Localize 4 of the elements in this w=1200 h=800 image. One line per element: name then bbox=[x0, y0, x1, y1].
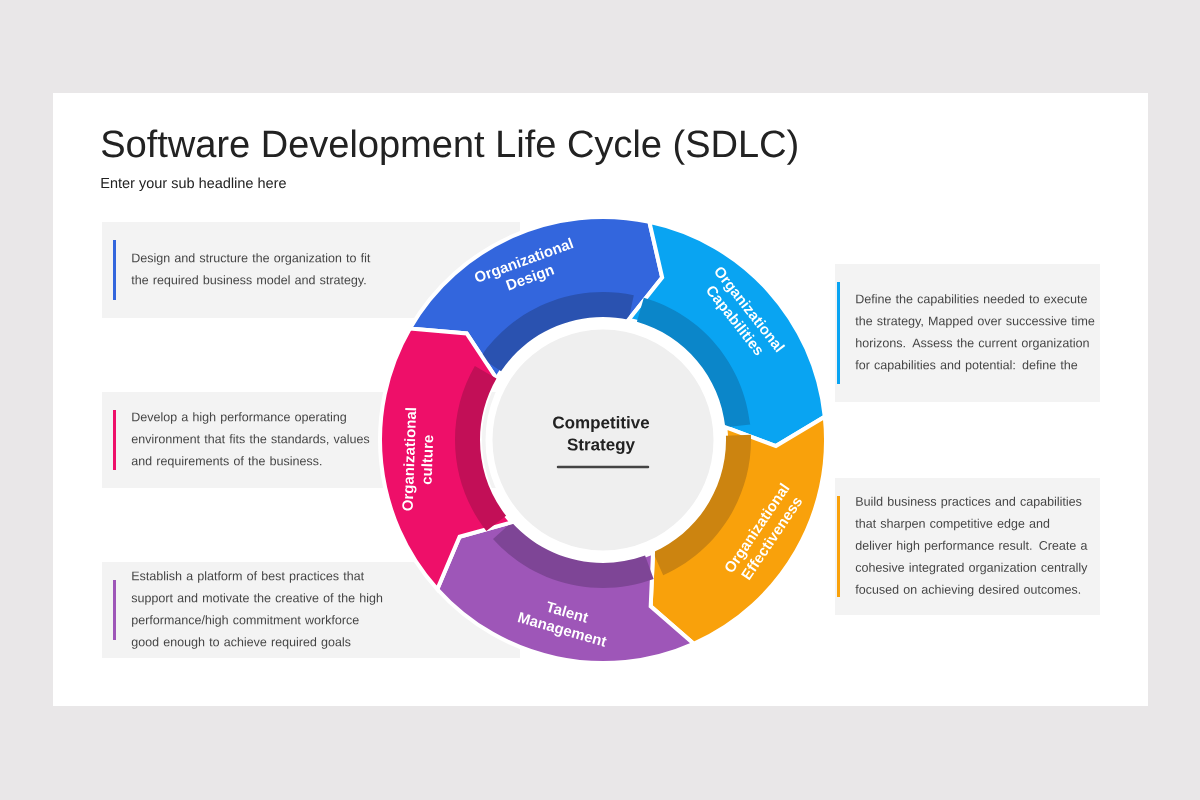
description-card: Build business practices and capabilities that sharpen competitive edge and deliver high performance result. Create a cohesive integrated organization centrally focused on achieving desired outcomes. bbox=[835, 478, 1100, 615]
subtitle: Enter your sub headline here bbox=[101, 177, 286, 191]
title: Software Development Life Cycle (SDLC) bbox=[102, 129, 797, 165]
description-card: Define the capabilities needed to execute the strategy, Mapped over successive time horizons. Assess the current organization for capabilities and potential: define the bbox=[835, 264, 1100, 402]
